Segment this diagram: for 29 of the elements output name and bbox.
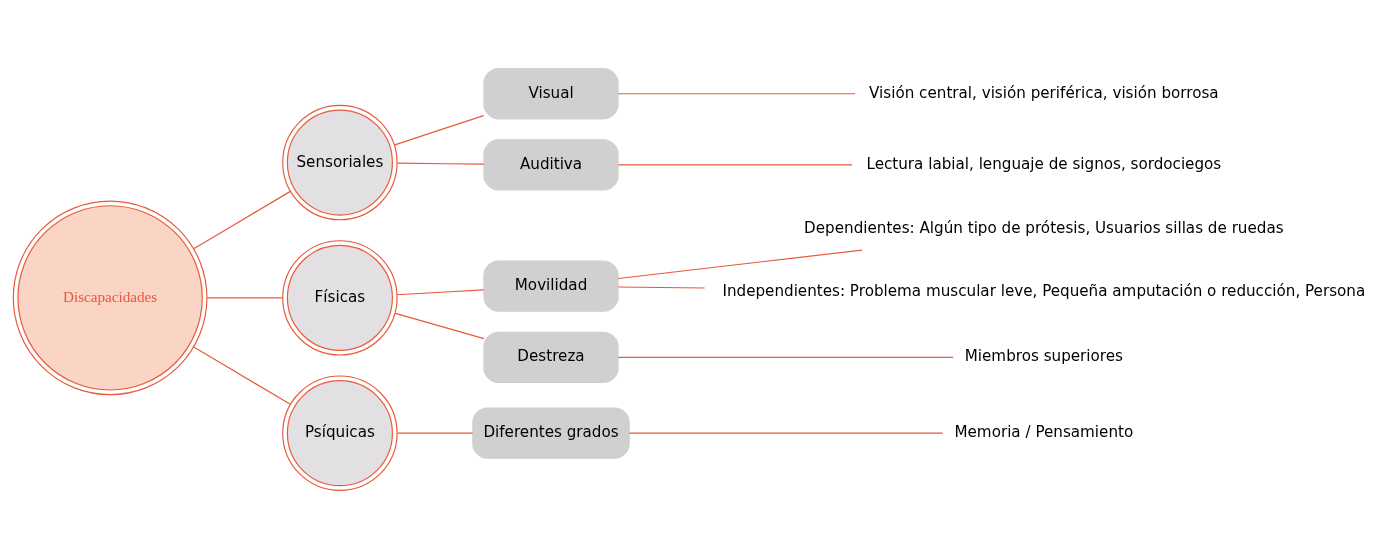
connector	[206, 296, 284, 298]
node-circle: Discapacidades	[12, 199, 208, 395]
connector	[396, 288, 485, 295]
node-text: Independientes: Problema muscular leve, Pequeña amputación o reducción, Persona	[722, 281, 1366, 300]
node-box: Auditiva	[483, 138, 619, 191]
node-box: Visual	[483, 67, 619, 119]
node-box: Destreza	[483, 331, 619, 383]
connector	[394, 312, 485, 339]
connector	[397, 162, 485, 165]
node-text: Memoria / Pensamiento	[954, 422, 1134, 441]
connector	[617, 92, 856, 94]
connector	[397, 432, 474, 434]
connector	[617, 285, 706, 289]
node-text: Visión central, visión periférica, visión borrosa	[869, 83, 1219, 102]
connector	[617, 356, 954, 358]
node-text: Lectura labial, lenguaje de signos, sordociegos	[866, 154, 1222, 173]
node-box: Movilidad	[483, 260, 619, 312]
node-text: Miembros superiores	[964, 346, 1123, 365]
node-circle: Físicas	[282, 239, 398, 356]
node-box: Diferentes grados	[472, 407, 630, 459]
connector	[394, 114, 485, 145]
node-circle: Sensoriales	[282, 104, 398, 220]
connector	[628, 432, 944, 434]
node-circle: Psíquicas	[282, 374, 398, 491]
node-text: Dependientes: Algún tipo de prótesis, Usuarios sillas de ruedas	[804, 218, 1284, 237]
connector	[617, 163, 853, 165]
connector	[193, 190, 291, 249]
connector	[193, 345, 291, 405]
connector	[617, 249, 863, 279]
